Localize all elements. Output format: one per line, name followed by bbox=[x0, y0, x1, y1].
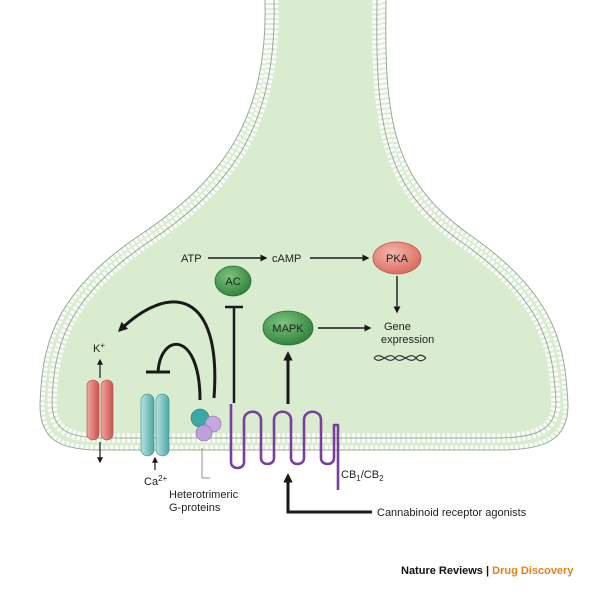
gene-label-line2: expression bbox=[381, 334, 434, 346]
k-channel bbox=[86, 379, 114, 441]
gprotein-label-line2: G-proteins bbox=[169, 502, 221, 514]
ac-node bbox=[214, 265, 252, 297]
ac-label: AC bbox=[225, 276, 240, 288]
dna-helix-icon bbox=[373, 354, 427, 362]
axon-terminal-cytoplasm bbox=[40, 0, 568, 450]
g-protein-complex bbox=[190, 408, 222, 442]
k-ion-label: K+ bbox=[93, 341, 105, 355]
agonist-label: Cannabinoid receptor agonists bbox=[377, 507, 527, 519]
publisher-credit: Nature Reviews | Drug Discovery bbox=[401, 565, 574, 577]
gprotein-to-k-channel-arrow bbox=[117, 300, 217, 399]
cb-receptor bbox=[229, 404, 340, 490]
ca-channel bbox=[140, 393, 170, 457]
atp-label: ATP bbox=[181, 253, 202, 265]
receptor-label: CB1/CB2 bbox=[341, 469, 384, 483]
gprotein-inhibits-ca-channel bbox=[156, 342, 202, 401]
gprotein-label-line1: Heterotrimeric bbox=[169, 489, 239, 501]
mapk-node bbox=[262, 310, 314, 346]
pka-node bbox=[372, 241, 422, 275]
pka-label: PKA bbox=[386, 253, 409, 265]
mapk-label: MAPK bbox=[272, 323, 304, 335]
ca-ion-label: Ca2+ bbox=[144, 474, 168, 488]
gene-label-line1: Gene bbox=[384, 321, 411, 333]
camp-label: cAMP bbox=[272, 253, 301, 265]
agonist-arrow bbox=[283, 473, 372, 514]
